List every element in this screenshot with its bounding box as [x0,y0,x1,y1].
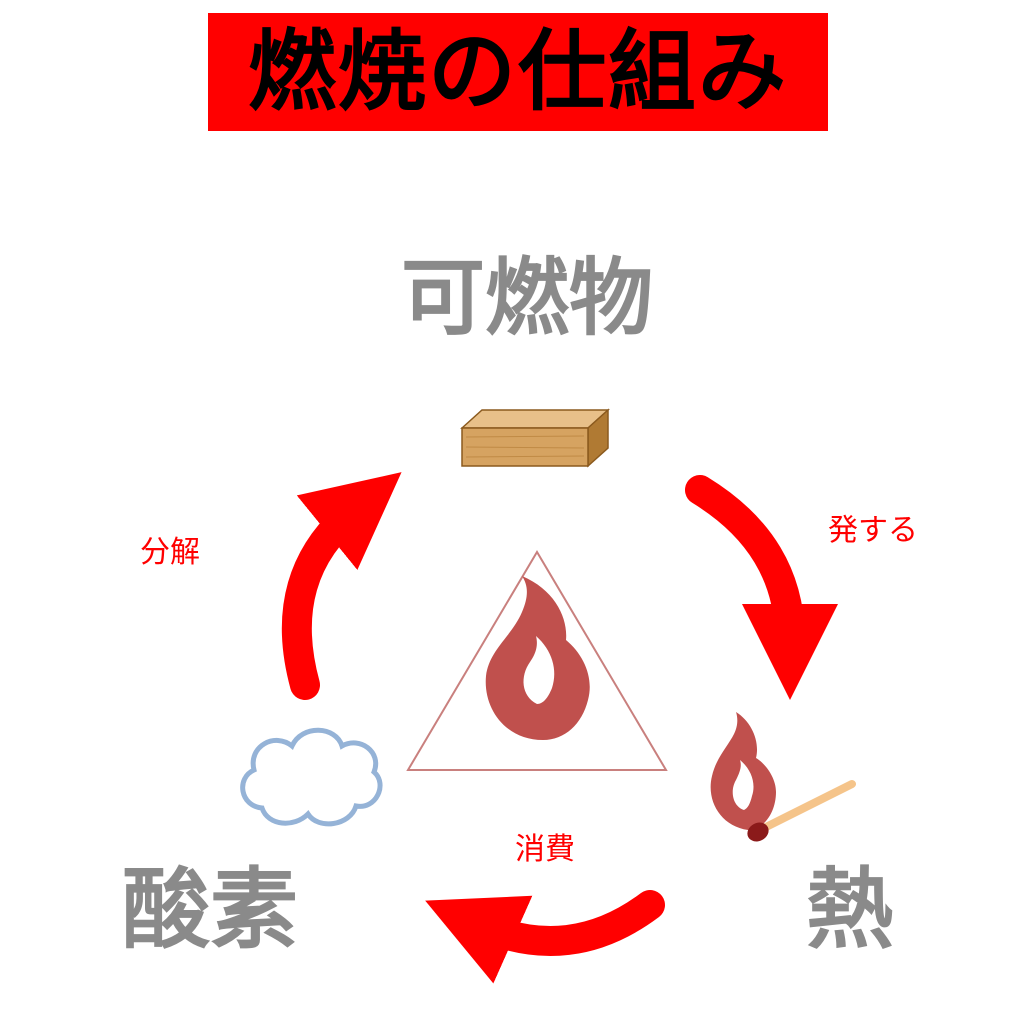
node-combustible: 可燃物 [400,249,653,347]
node-heat: 熱 [805,858,894,961]
title-banner: 燃焼の仕組み [208,13,828,131]
label-decompose: 分解 [140,535,200,570]
label-emit: 発する [828,513,918,548]
label-consume: 消費 [515,832,575,867]
cloud-icon [240,727,383,827]
arrow-right-to-left [425,890,665,984]
flame-icon [485,576,590,740]
arrow-left-to-top [281,472,402,700]
fire-triangle-icon [406,550,668,771]
arrow-top-to-right [685,475,838,700]
page-title: 燃焼の仕組み [247,20,788,123]
match-icon [710,712,856,842]
wood-block-icon [460,408,610,468]
node-oxygen: 酸素 [121,858,298,961]
